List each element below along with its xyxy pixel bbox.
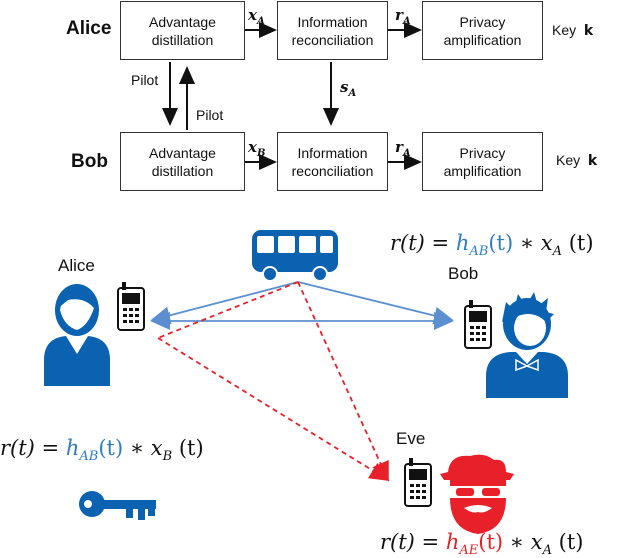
label-pilot-right: Pilot xyxy=(196,107,224,123)
alice-key-label: Key k xyxy=(552,22,594,39)
spy-icon xyxy=(440,454,514,534)
link-bus-eve xyxy=(297,281,389,482)
link-bus-alice-red xyxy=(157,281,299,339)
bob-privacy-box: Privacy amplification xyxy=(422,132,543,191)
bob-person-icon xyxy=(486,292,568,398)
equation-alice: r(t) = hAB(t) ∗ xB (t) xyxy=(0,436,204,465)
label-xa: xA xyxy=(248,6,265,27)
alice-person-icon xyxy=(44,284,110,386)
alice-phone-icon xyxy=(117,282,145,331)
key-icon xyxy=(79,491,156,520)
label-xb: xB xyxy=(248,138,266,159)
link-bus-alice xyxy=(150,281,299,325)
equation-eve: r(t) = hAE(t) ∗ xA (t) xyxy=(380,530,584,558)
bob-key-label: Key k xyxy=(556,152,598,169)
bus-icon xyxy=(252,230,338,282)
scenario-graphics xyxy=(44,230,568,534)
label-ra-top: rA xyxy=(395,6,411,27)
bob-advantage-box: Advantage distillation xyxy=(120,132,245,191)
label-alice: Alice xyxy=(58,256,95,275)
link-alice-eve xyxy=(157,337,390,481)
bob-reconciliation-box: Information reconciliation xyxy=(277,132,388,191)
label-alice-top: Alice xyxy=(66,18,112,39)
label-pilot-left: Pilot xyxy=(131,72,159,88)
label-eve: Eve xyxy=(396,429,426,448)
eve-phone-icon xyxy=(404,458,432,507)
alice-advantage-box: Advantage distillation xyxy=(120,1,245,60)
block-diagram-connectors xyxy=(162,22,422,170)
label-bob-top: Bob xyxy=(71,151,108,172)
equation-bob: r(t) = hAB(t) ∗ xA (t) xyxy=(390,231,594,260)
label-sa: sA xyxy=(340,78,357,99)
link-bus-bob xyxy=(297,281,454,325)
label-ra-bottom: rA xyxy=(395,138,411,159)
alice-reconciliation-box: Information reconciliation xyxy=(277,1,388,60)
label-bob: Bob xyxy=(448,264,479,283)
bob-phone-icon xyxy=(464,300,492,349)
alice-privacy-box: Privacy amplification xyxy=(422,1,543,60)
